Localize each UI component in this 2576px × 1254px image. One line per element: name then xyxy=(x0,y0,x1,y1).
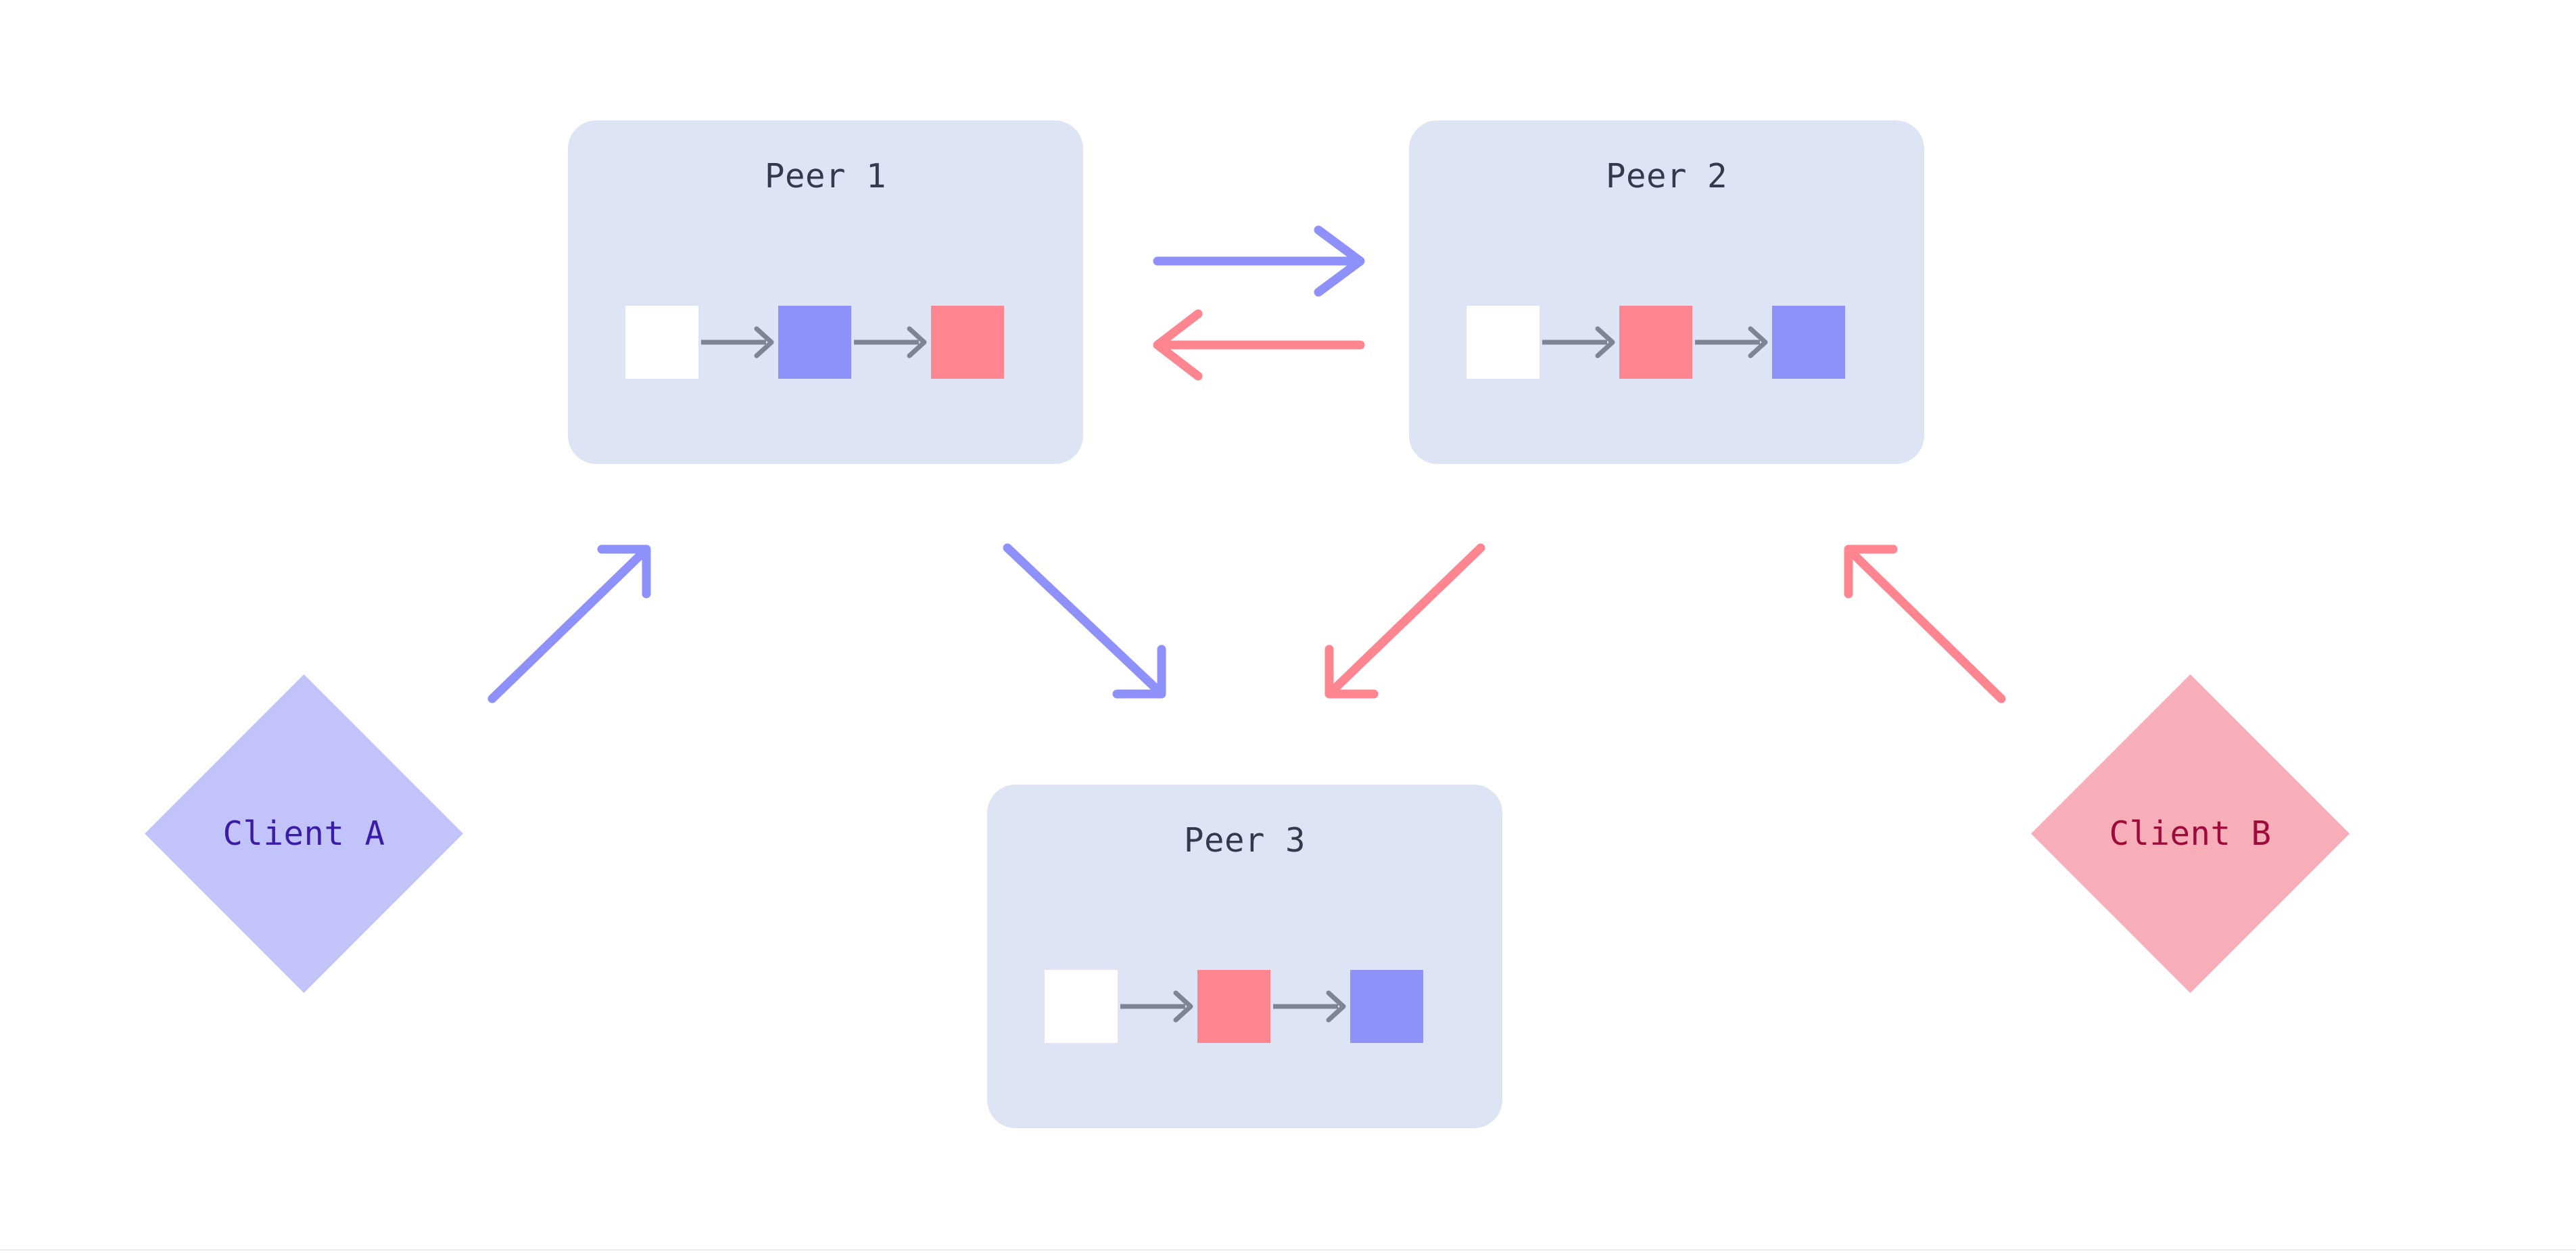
edge-peer1-to-peer2 xyxy=(1153,225,1365,297)
chain-block-purple[interactable] xyxy=(778,306,851,379)
chain-block-red[interactable] xyxy=(1197,970,1270,1043)
chain-connector-icon xyxy=(1270,970,1350,1043)
edge-client-b-to-peer2 xyxy=(1844,544,2006,703)
edge-peer1-to-peer3 xyxy=(1003,543,1166,699)
peer-block-chain xyxy=(1045,970,1423,1043)
chain-connector-icon xyxy=(698,306,778,379)
chain-block-purple[interactable] xyxy=(1350,970,1423,1043)
client-label: Client A xyxy=(222,814,385,853)
peer-block-chain xyxy=(625,306,1004,379)
edge-peer2-to-peer1 xyxy=(1153,309,1365,381)
chain-connector-icon xyxy=(851,306,931,379)
chain-block-red[interactable] xyxy=(1619,306,1692,379)
edge-client-a-to-peer1 xyxy=(487,544,651,703)
bottom-divider xyxy=(0,1249,2576,1251)
chain-block-red[interactable] xyxy=(931,306,1004,379)
chain-block-white[interactable] xyxy=(1045,970,1118,1043)
peer-block-chain xyxy=(1466,306,1845,379)
peer-box-peer-3[interactable]: Peer 3 xyxy=(987,785,1502,1128)
peer-title: Peer 3 xyxy=(1183,821,1306,860)
chain-block-purple[interactable] xyxy=(1772,306,1845,379)
edge-peer2-to-peer3 xyxy=(1325,543,1485,699)
chain-connector-icon xyxy=(1118,970,1197,1043)
client-node-client-b[interactable]: Client B xyxy=(2031,674,2350,993)
peer-title: Peer 1 xyxy=(764,157,886,195)
chain-connector-icon xyxy=(1540,306,1619,379)
client-node-client-a[interactable]: Client A xyxy=(145,674,463,993)
client-label: Client B xyxy=(2109,814,2272,853)
chain-connector-icon xyxy=(1692,306,1772,379)
peer-box-peer-1[interactable]: Peer 1 xyxy=(568,120,1083,464)
peer-title: Peer 2 xyxy=(1605,157,1727,195)
chain-block-white[interactable] xyxy=(625,306,698,379)
peer-box-peer-2[interactable]: Peer 2 xyxy=(1409,120,1924,464)
chain-block-white[interactable] xyxy=(1466,306,1540,379)
